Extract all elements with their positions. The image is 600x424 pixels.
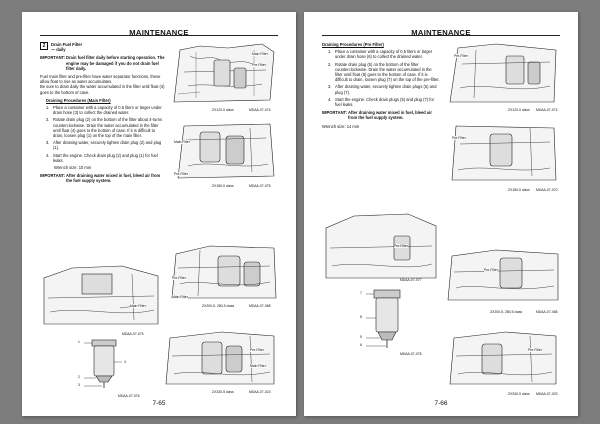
callout-number: 2	[78, 375, 80, 379]
header-title: MAINTENANCE	[411, 28, 471, 37]
figure-code: MDAA-07-074	[249, 108, 271, 112]
figure-label: Main Filter	[252, 52, 268, 56]
important-label: IMPORTANT:	[40, 173, 65, 179]
procedure-step: 2.Rotate drain plug (5) on the bottom of…	[328, 61, 440, 83]
figure-caption: ZX330-5 class	[212, 390, 234, 394]
figure-engine-zx180	[446, 122, 560, 184]
text-column: 2 Drain Fuel Filter — daily IMPORTANT: D…	[40, 42, 166, 184]
callout-number: 5	[360, 335, 362, 339]
header-title: MAINTENANCE	[129, 28, 189, 37]
section-sub: — daily	[51, 47, 66, 53]
page-number: 7-66	[434, 400, 448, 407]
figure-label: Main Filter	[250, 364, 266, 368]
important-text: After draining water mixed in fuel, blee…	[66, 173, 161, 184]
figure-main-filter	[82, 338, 132, 390]
figure-caption: ZX120-5 class	[508, 108, 530, 112]
figure-pre-filter-location	[324, 212, 438, 282]
important-text: After draining water mixed in fuel, blee…	[348, 110, 432, 121]
section-title: Drain Fuel Filter	[51, 42, 83, 47]
page-right: MAINTENANCE Draining Procedures (Pre Fil…	[304, 12, 578, 416]
figure-label: Pre-Filter	[454, 54, 468, 58]
figure-caption: ZX180-5 class	[508, 188, 530, 192]
figure-label: Pre-Filter	[394, 244, 408, 248]
wrench-size: Wrench size: 10 mm	[54, 165, 92, 171]
procedure-title: Draining Procedures (Pre Filter)	[322, 42, 384, 47]
figure-label: Pre-Filter	[172, 276, 186, 280]
figure-code: MDAA-07-023	[536, 392, 558, 396]
page-header: MAINTENANCE	[322, 22, 560, 37]
figure-engine-zx180	[170, 120, 278, 182]
figure-label: Pre-Filter	[484, 268, 498, 272]
wrench-size: Wrench size: 14 mm	[322, 123, 360, 129]
procedure-step: 3.After draining water, securely tighten…	[46, 140, 162, 151]
figure-label: Pre-Filter	[250, 348, 264, 352]
figure-caption: ZX200-5, 280-5 class	[202, 304, 235, 308]
procedure-step: 3.After draining water, securely tighten…	[328, 84, 437, 95]
figure-engine-zx120	[446, 42, 560, 106]
procedure-step: 1.Place a container with a capacity of 0…	[46, 105, 162, 116]
figure-engine-detail	[42, 264, 160, 328]
figure-code: MDAA-07-075	[249, 184, 271, 188]
figure-label: Main Filter	[172, 295, 188, 299]
figure-caption: ZX120-5 class	[212, 108, 234, 112]
callout-number: 4	[124, 360, 126, 364]
figure-label: Pre-Filter	[174, 172, 188, 176]
figure-caption: ZX330-5 class	[508, 392, 530, 396]
important-label: IMPORTANT:	[322, 110, 347, 116]
figure-code: MDAA-07-070	[536, 188, 558, 192]
figure-engine-zx330	[162, 330, 278, 388]
figure-label: Main Filter	[130, 304, 146, 308]
procedure-step: 2.Rotate drain plug (2) on the bottom of…	[46, 117, 163, 139]
callout-number: 7	[360, 291, 362, 295]
figure-engine-zx200	[170, 244, 278, 302]
section-number: 2	[40, 42, 48, 50]
figure-code: MDAA-07-075	[122, 332, 144, 336]
page-left: MAINTENANCE 2 Drain Fuel Filter — daily …	[22, 12, 296, 416]
figure-caption: ZX180-5 class	[212, 184, 234, 188]
figure-code: MDAA-07-023	[249, 390, 271, 394]
important-note: IMPORTANT: After draining water mixed in…	[40, 173, 166, 183]
important-label: IMPORTANT:	[40, 55, 65, 61]
page-header: MAINTENANCE	[40, 22, 278, 37]
body-text: Fuel main filter and pre-filter have wat…	[40, 74, 161, 85]
text-column: Draining Procedures (Pre Filter) 1.Place…	[322, 42, 440, 129]
figure-engine-zx330	[446, 330, 560, 388]
body-text: Be sure to drain daily the water accumul…	[40, 84, 165, 95]
figure-label: Main Filter	[174, 140, 190, 144]
section-heading: 2 Drain Fuel Filter — daily	[40, 42, 166, 52]
figure-label: Pre-Filter	[452, 136, 466, 140]
important-note: IMPORTANT: Drain fuel filter daily befor…	[40, 55, 166, 71]
figure-label: Pre-Filter	[252, 63, 266, 67]
figure-code: MDAA-07-077	[400, 278, 422, 282]
procedure-step: 4.Start the engine. Check drain plug (2)…	[46, 152, 158, 163]
figure-code: MDAA-07-078	[400, 352, 422, 356]
callout-number: 8	[360, 315, 362, 319]
figure-code: MDAA-07-068	[249, 304, 271, 308]
callout-number: 3	[78, 383, 80, 387]
procedure-step: 4.Start the engine. Check drain plugs (5…	[328, 96, 434, 108]
figure-pre-filter	[364, 288, 414, 350]
page-number: 7-65	[152, 400, 166, 407]
important-note: IMPORTANT: After draining water mixed in…	[322, 110, 440, 120]
callout-number: 1	[78, 340, 80, 344]
figure-code: MDAA-07-076	[118, 394, 140, 398]
figure-code: MDAA-07-068	[536, 310, 558, 314]
figure-label: Pre-Filter	[528, 348, 542, 352]
procedure-step: 1.Place a container with a capacity of 0…	[328, 49, 433, 60]
figure-engine-zx200	[446, 248, 560, 304]
important-text: Drain fuel filter daily before starting …	[66, 55, 165, 71]
callout-number: 6	[360, 343, 362, 347]
procedure-title: Draining Procedures (Main Filter)	[46, 97, 111, 103]
figure-caption: ZX200-5, 280-5 class	[490, 310, 523, 314]
figure-code: MDAA-07-074	[536, 108, 558, 112]
